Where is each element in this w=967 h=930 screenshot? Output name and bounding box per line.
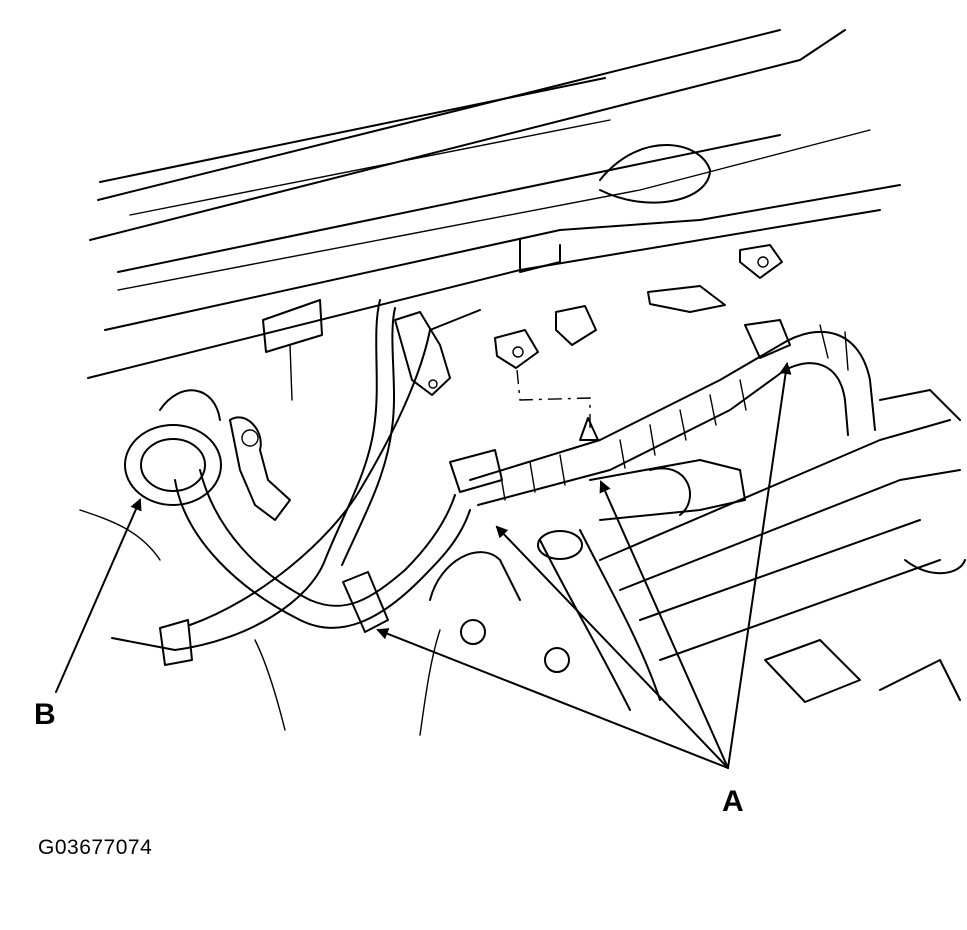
- callout-b-arrow: [55, 498, 142, 693]
- figure-code: G03677074: [38, 836, 153, 859]
- cowl-panel: [87, 29, 901, 401]
- firewall-brackets: [394, 244, 783, 441]
- callout-a-arrows: [376, 362, 792, 769]
- wiring-harness: [111, 299, 876, 666]
- callout-label-a: A: [722, 785, 744, 818]
- callout-label-b: B: [34, 698, 56, 731]
- grommet-b: [124, 389, 291, 521]
- hoses: [537, 459, 746, 711]
- engine-block: [79, 389, 966, 736]
